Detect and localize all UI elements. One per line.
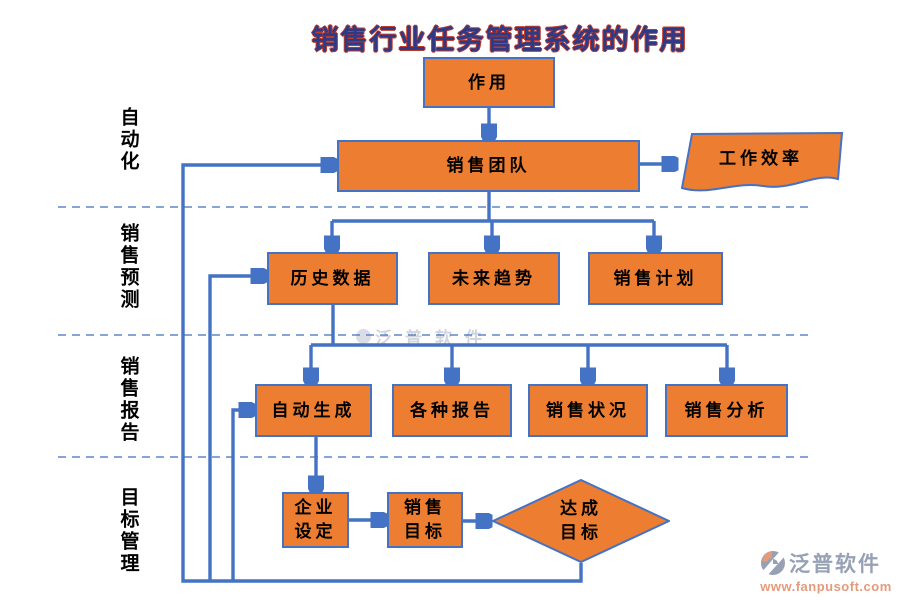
fanpu-logo-icon [761, 551, 785, 577]
lane-label-3: 销售报告 [117, 356, 139, 444]
node-label: 各种报告 [410, 400, 494, 420]
node-label: 销售团队 [446, 156, 531, 175]
node-label: 销售状况 [546, 400, 630, 420]
node-gezhong-baogao: 各种报告 [392, 384, 512, 437]
node-label: 历史数据 [290, 268, 375, 288]
edge-feedback-to-zidong [231, 410, 253, 581]
node-weilai-qushi: 未来趋势 [428, 252, 560, 305]
node-qiye-sheding: 企业 设定 [282, 492, 349, 548]
vendor-watermark: 泛普软件 www.fanpusoft.com [760, 548, 892, 594]
node-label: 自动生成 [271, 400, 356, 420]
lane-label-2: 销售预测 [117, 223, 139, 311]
node-gongzuo-xiaolv: 工作效率 [677, 131, 845, 195]
node-label: 工作效率 [719, 149, 803, 168]
node-xiaoshou-fenxi: 销售分析 [665, 384, 788, 437]
watermark-logo-icon [356, 329, 371, 344]
node-dacheng-mubiao: 达成 目标 [492, 479, 670, 563]
node-label: 销售 目标 [404, 498, 446, 541]
document-shape [680, 131, 844, 192]
node-label: 达成 目标 [560, 499, 602, 542]
node-label: 未来趋势 [452, 268, 536, 288]
node-label: 作用 [468, 72, 510, 92]
vendor-url: www.fanpusoft.com [760, 579, 892, 594]
node-xiaoshou-mubiao: 销售 目标 [387, 492, 463, 548]
node-xiaoshou-jihua: 销售计划 [588, 252, 723, 305]
lane-label-4: 目标管理 [117, 487, 139, 575]
center-watermark-text: 泛普软件 [375, 329, 495, 348]
center-watermark: 泛普软件 [356, 324, 495, 349]
edge-feedback-to-lishi [208, 276, 265, 581]
node-label: 企业 设定 [294, 498, 337, 541]
diagram-title: 销售行业任务管理系统的作用 [311, 25, 689, 55]
lane-label-1: 自动化 [117, 107, 139, 173]
diamond-shape [492, 479, 670, 563]
edge-feedback-to-tuandui [181, 165, 583, 583]
vendor-name: 泛普软件 [789, 553, 881, 576]
node-xiaoshou-zhuangkuang: 销售状况 [528, 384, 648, 437]
node-label: 销售分析 [684, 400, 769, 420]
node-xiaoshou-tuandui: 销售团队 [337, 140, 640, 192]
node-zidong-shengcheng: 自动生成 [255, 384, 372, 437]
node-zuoyong: 作用 [423, 57, 555, 108]
node-label: 销售计划 [613, 268, 698, 288]
node-lishi-shuju: 历史数据 [267, 252, 398, 305]
